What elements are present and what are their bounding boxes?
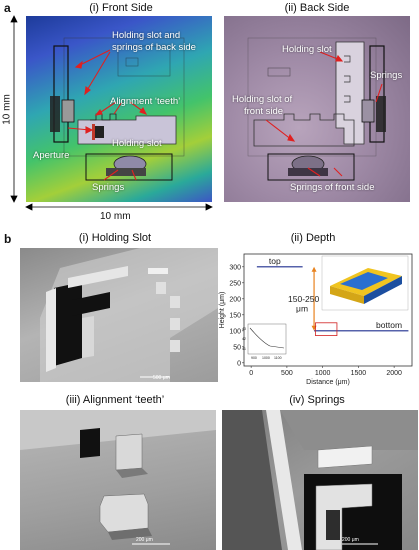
inset-ytick-1: 42 — [242, 337, 246, 341]
back-side-structure — [247, 37, 386, 181]
holding-slot-sem-structure — [40, 248, 218, 382]
y-tick-label: 150 — [229, 312, 241, 319]
teeth-caption: (iii) Alignment ‘teeth’ — [65, 394, 165, 406]
label-holding-slot-springs-2: springs of back side — [112, 42, 196, 53]
series-label-top: top — [269, 256, 281, 266]
inset-ytick-0: 43 — [242, 327, 246, 331]
surface-inset — [321, 255, 409, 311]
dimension-arrows — [10, 15, 213, 211]
y-tick-label: 250 — [229, 280, 241, 287]
y-tick-label: 100 — [229, 328, 241, 335]
label-alignment-teeth: Alignment ‘teeth’ — [110, 96, 181, 107]
x-axis-label: Distance (μm) — [306, 379, 350, 386]
dim-horizontal-label: 10 mm — [100, 211, 131, 222]
springs-scalebar-label: 200 μm — [342, 537, 359, 543]
depth-annotation — [311, 266, 338, 337]
inset-xtick-2: 1100 — [274, 356, 282, 360]
alignment-teeth-structure — [20, 410, 216, 545]
depth-chart: 0 500 1000 1500 2000 0 50 100 150 200 250 300 900 1… — [218, 246, 418, 390]
holding-slot-caption: (i) Holding Slot — [78, 232, 152, 244]
panel-b-letter: b — [4, 232, 12, 246]
label-springs-front: Springs — [92, 182, 125, 193]
back-side-photo — [224, 16, 410, 202]
depth-annotation-value: 150-250 — [288, 294, 319, 304]
depth-annotation-unit: μm — [296, 304, 308, 314]
alignment-teeth-sem — [20, 410, 216, 550]
springs-caption: (iv) Springs — [289, 394, 345, 406]
holding-slot-sem — [20, 248, 218, 382]
front-side-photo — [26, 16, 212, 202]
label-holding-slot-front: Holding slot — [112, 138, 162, 149]
springs-sem — [222, 410, 418, 550]
y-axis-label: Height (μm) — [219, 292, 226, 329]
inset-xtick-1: 1000 — [262, 356, 270, 360]
plot-frame — [243, 253, 413, 367]
inset-xtick-0: 900 — [251, 356, 257, 360]
front-side-structure — [50, 37, 185, 181]
y-tick-label: 200 — [229, 296, 241, 303]
front-side-caption: (i) Front Side — [89, 2, 153, 14]
y-tick-label: 300 — [229, 264, 241, 271]
depth-arrow-head — [311, 266, 317, 272]
profile-inset: 900 1000 1100 43 42 41 — [242, 323, 287, 360]
y-tick-label: 50 — [233, 344, 241, 351]
back-side-caption: (ii) Back Side — [284, 2, 350, 14]
dim-vertical-label: 10 mm — [1, 94, 13, 125]
x-tick-label: 1000 — [315, 370, 331, 377]
zoom-box — [315, 322, 338, 337]
label-holding-slot-springs-1: Holding slot and — [112, 30, 181, 41]
teeth-scalebar-label: 200 μm — [136, 537, 153, 543]
depth-caption: (ii) Depth — [290, 232, 336, 244]
label-springs-front-side: Springs of front side — [290, 182, 375, 193]
x-tick-label: 1500 — [351, 370, 367, 377]
springs-structure — [222, 410, 418, 550]
label-holding-slot-front-2: front side — [244, 106, 284, 117]
x-tick-label: 500 — [281, 370, 293, 377]
label-holding-slot-front-1: Holding slot of — [232, 94, 293, 105]
holding-slot-scalebar-label: 500 μm — [153, 375, 170, 381]
x-tick-label: 2000 — [386, 370, 402, 377]
label-aperture: Aperture — [33, 150, 70, 161]
label-springs-back: Springs — [370, 70, 403, 81]
y-tick-label: 0 — [237, 360, 241, 367]
x-tick-label: 0 — [249, 370, 253, 377]
inset-ytick-2: 41 — [242, 347, 246, 351]
depth-chart-svg: 0 500 1000 1500 2000 0 50 100 150 200 250 300 900 1… — [219, 253, 413, 386]
series-label-bottom: bottom — [376, 320, 402, 330]
panel-a-letter: a — [4, 1, 11, 15]
label-holding-slot-back: Holding slot — [282, 44, 332, 55]
